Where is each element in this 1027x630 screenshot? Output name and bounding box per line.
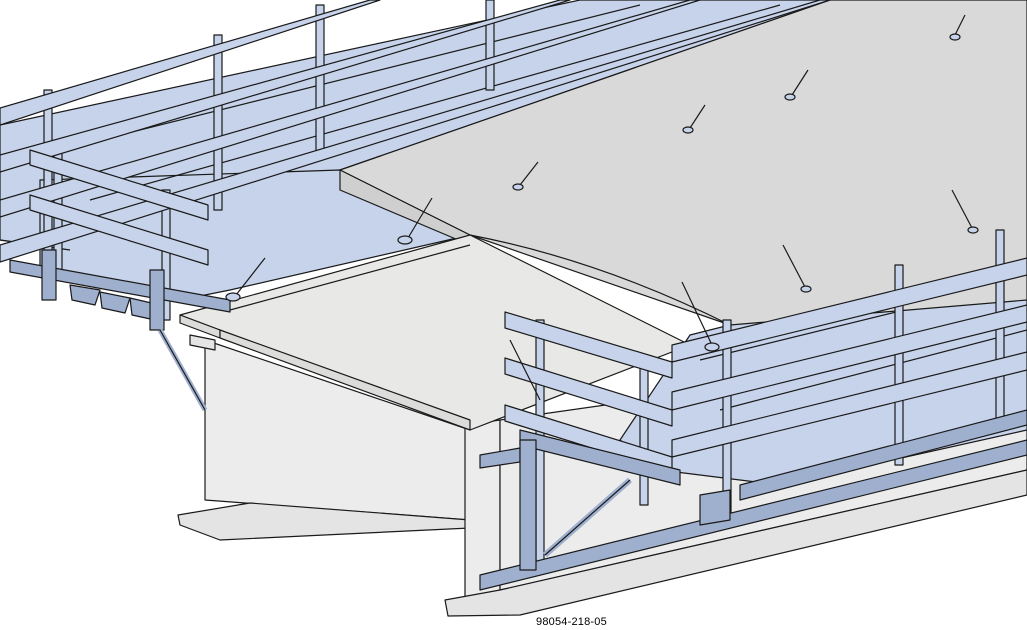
left-brackets bbox=[9, 249, 231, 412]
figure-reference-code: 98054-218-05 bbox=[536, 616, 607, 628]
left-guardrail-rails bbox=[0, 0, 831, 266]
right-guardrail-rails bbox=[504, 257, 1027, 474]
left-steel-girder bbox=[177, 334, 471, 541]
right-brackets bbox=[479, 409, 1027, 591]
anchor-bolts bbox=[225, 14, 979, 401]
